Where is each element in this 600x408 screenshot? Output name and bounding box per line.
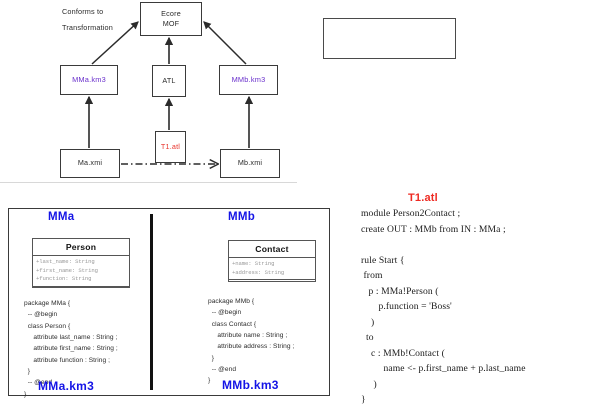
legend-label-transformation: Transformation <box>62 23 113 32</box>
arrow-mmb-km3-to-ecore <box>203 21 247 65</box>
node-mmb-km3-label: MMb.km3 <box>231 74 266 84</box>
metamodel-panel-divider <box>150 214 153 390</box>
atl-transformation-title: T1.atl <box>408 192 438 204</box>
megamodel-baseline <box>0 182 297 183</box>
uml-attribute: +name: String <box>232 260 275 267</box>
node-mmb-km3: MMb.km3 <box>219 65 278 95</box>
legend-label-conforms-to: Conforms to <box>62 7 104 16</box>
node-mma-km3-label: MMa.km3 <box>72 74 106 84</box>
mma-km3-filename: MMa.km3 <box>38 379 95 393</box>
node-t1-atl-label: T1.atl <box>160 141 181 151</box>
node-mb-xmi-label: Mb.xmi <box>237 158 263 168</box>
uml-attribute: +first_name: String <box>36 266 98 274</box>
uml-class-contact-operations <box>229 280 315 285</box>
uml-attribute: +last_name: String <box>36 258 95 265</box>
km3-code-mmb: package MMb { -- @begin class Contact { … <box>208 298 295 385</box>
atl-transformation-code: module Person2Contact ; create OUT : MMb… <box>361 208 526 406</box>
uml-class-person-name: Person <box>33 239 129 256</box>
node-ecore-line2: MOF <box>162 19 180 28</box>
uml-class-person-attributes: +last_name: String +first_name: String +… <box>33 256 129 287</box>
legend-box <box>323 18 456 59</box>
km3-code-mma: package MMa { -- @begin class Person { a… <box>24 300 118 398</box>
node-atl-label: ATL <box>162 75 176 85</box>
uml-attribute: +address: String <box>232 268 285 276</box>
node-ma-xmi-label: Ma.xmi <box>77 158 103 168</box>
node-mma-km3: MMa.km3 <box>60 65 118 95</box>
uml-class-person-operations <box>33 287 129 292</box>
node-ecore-mof: Ecore MOF <box>140 2 202 36</box>
node-atl: ATL <box>152 65 186 97</box>
mmb-km3-filename: MMb.km3 <box>222 378 279 392</box>
node-ecore-line1: Ecore <box>161 8 181 18</box>
uml-class-contact: Contact +name: String +address: String <box>228 240 316 282</box>
uml-class-person: Person +last_name: String +first_name: S… <box>32 238 130 288</box>
uml-attribute: +function: String <box>36 275 92 283</box>
uml-class-contact-attributes: +name: String +address: String <box>229 258 315 281</box>
mmb-title: MMb <box>228 211 256 223</box>
mma-title: MMa <box>48 211 75 223</box>
uml-class-contact-name: Contact <box>229 241 315 258</box>
node-mb-xmi: Mb.xmi <box>220 149 280 178</box>
node-ma-xmi: Ma.xmi <box>60 149 120 178</box>
node-t1-atl: T1.atl <box>155 131 186 163</box>
